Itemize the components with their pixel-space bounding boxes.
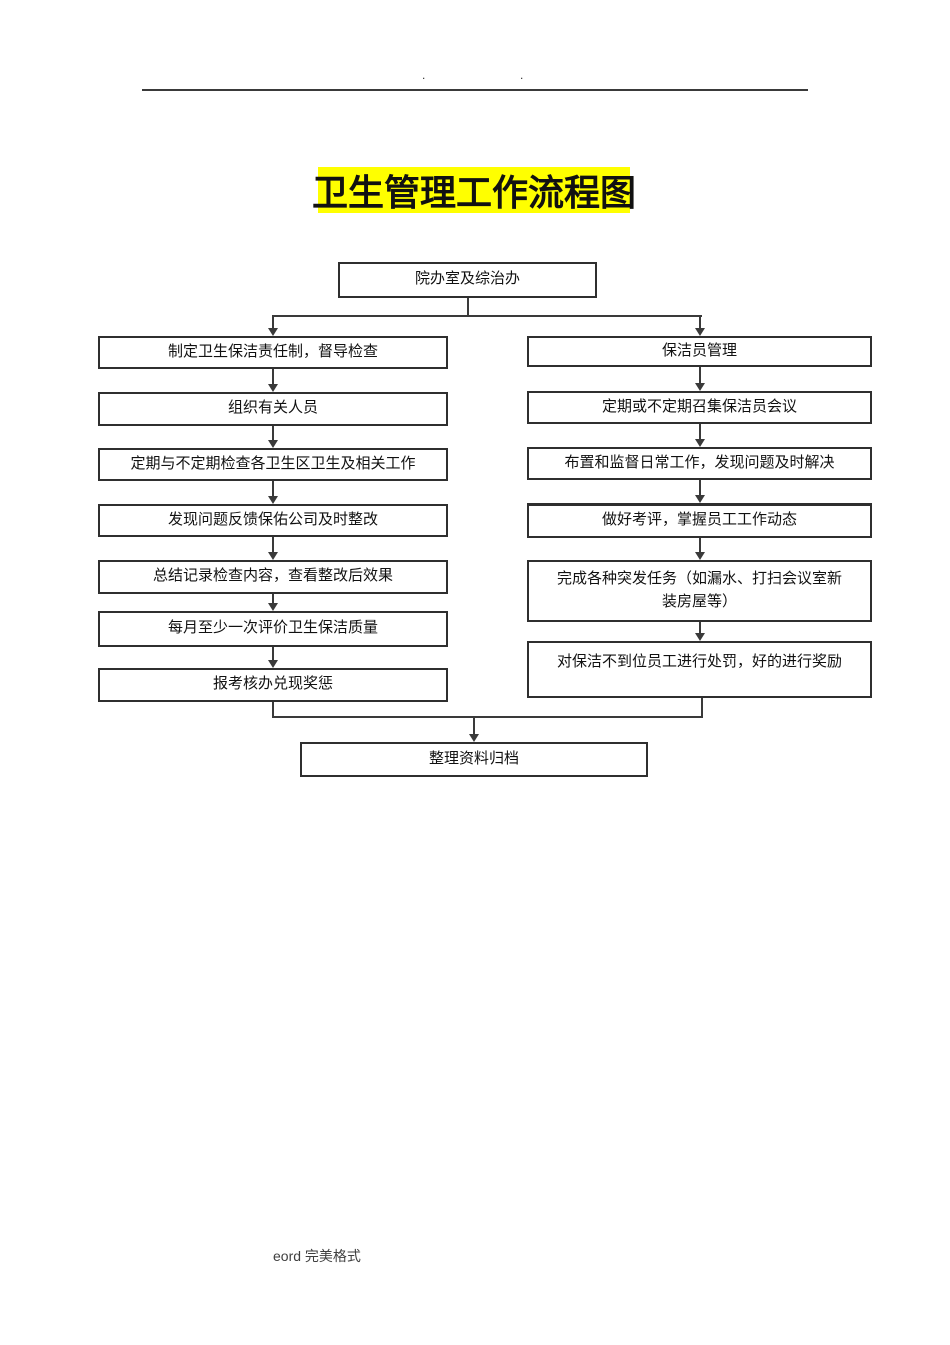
page-title: 卫生管理工作流程图 (312, 167, 636, 213)
footer-watermark: eord 完美格式 (273, 1248, 361, 1264)
flow-step-right-6: 对保洁不到位员工进行处罚，好的进行奖励 (527, 641, 872, 698)
connector-arrow-down (695, 424, 705, 447)
connector-stub-right (701, 698, 703, 718)
header-dot: . (422, 68, 426, 82)
connector-arrow-down (469, 718, 479, 742)
connector-arrow-down (268, 537, 278, 560)
flow-step-right-2: 定期或不定期召集保洁员会议 (527, 391, 872, 424)
flow-step-left-3: 定期与不定期检查各卫生区卫生及相关工作 (98, 448, 448, 481)
flow-step-end: 整理资料归档 (300, 742, 648, 777)
flow-step-right-1: 保洁员管理 (527, 336, 872, 367)
flow-step-left-5: 总结记录检查内容，查看整改后效果 (98, 560, 448, 594)
flow-step-left-7: 报考核办兑现奖惩 (98, 668, 448, 702)
connector-arrow-down (268, 369, 278, 392)
connector-arrow-down (695, 316, 705, 336)
header-dot: . (520, 68, 524, 82)
connector-stem (467, 298, 469, 316)
flow-step-left-2: 组织有关人员 (98, 392, 448, 426)
connector-arrow-down (695, 538, 705, 560)
connector-stub-left (272, 702, 274, 718)
connector-arrow-down (268, 316, 278, 336)
connector-arrow-down (268, 481, 278, 504)
connector-branch-line (272, 315, 702, 317)
flow-step-root: 院办室及综治办 (338, 262, 597, 298)
flow-step-left-1: 制定卫生保洁责任制，督导检查 (98, 336, 448, 369)
connector-merge-line (272, 716, 703, 718)
flow-step-left-4: 发现问题反馈保佑公司及时整改 (98, 504, 448, 537)
connector-arrow-down (268, 647, 278, 668)
connector-arrow-down (695, 480, 705, 503)
header-rule (142, 89, 808, 91)
connector-arrow-down (268, 426, 278, 448)
flow-step-right-5: 完成各种突发任务（如漏水、打扫会议室新装房屋等） (527, 560, 872, 622)
connector-arrow-down (695, 367, 705, 391)
connector-arrow-down (695, 622, 705, 641)
connector-arrow-down (268, 594, 278, 611)
flow-step-left-6: 每月至少一次评价卫生保洁质量 (98, 611, 448, 647)
flow-step-right-4: 做好考评，掌握员工工作动态 (527, 503, 872, 538)
flow-step-right-3: 布置和监督日常工作，发现问题及时解决 (527, 447, 872, 480)
